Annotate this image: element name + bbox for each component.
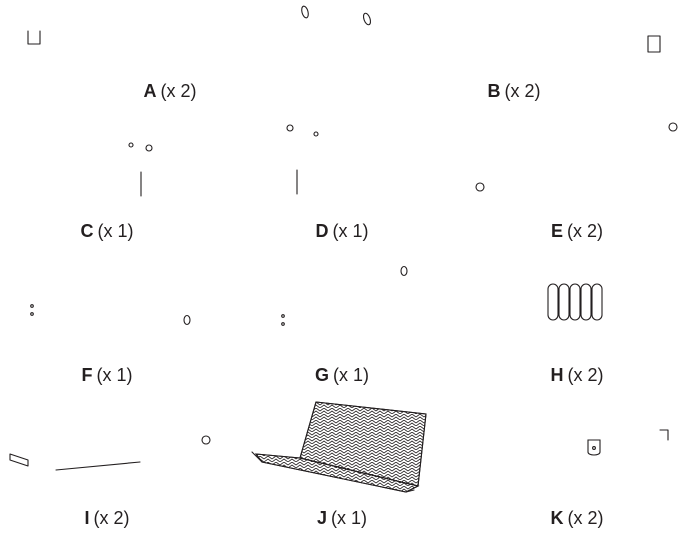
part-b-drawing [362, 12, 661, 53]
part-label-i: I(x 2) [84, 507, 129, 529]
part-quantity: (x 1) [97, 221, 134, 241]
part-label-c: C(x 1) [81, 220, 134, 242]
part-c-drawing [63, 121, 153, 200]
part-label-a: A(x 2) [144, 80, 197, 102]
part-label-f: F(x 1) [82, 364, 133, 386]
part-letter: H [550, 365, 564, 385]
part-letter: F [81, 365, 93, 385]
part-label-g: G(x 1) [315, 364, 369, 386]
part-letter: I [84, 508, 90, 528]
part-h-drawing [512, 283, 640, 321]
part-letter: B [487, 81, 501, 101]
part-label-k: K(x 2) [551, 507, 604, 529]
part-quantity: (x 2) [567, 221, 604, 241]
part-letter: G [314, 365, 330, 385]
part-quantity: (x 1) [331, 508, 368, 528]
part-e-drawing [475, 122, 678, 192]
part-j-drawing [251, 401, 427, 493]
part-a-drawing [27, 5, 309, 65]
part-label-h: H(x 2) [551, 364, 604, 386]
part-f-drawing [28, 278, 191, 327]
part-letter: C [80, 221, 94, 241]
part-label-b: B(x 2) [488, 80, 541, 102]
part-k-drawing [476, 429, 669, 456]
part-quantity: (x 1) [96, 365, 133, 385]
part-g-drawing [279, 265, 408, 337]
part-letter: E [550, 221, 564, 241]
part-letter: A [143, 81, 157, 101]
part-quantity: (x 2) [567, 365, 604, 385]
part-quantity: (x 2) [567, 508, 604, 528]
part-i-drawing [9, 404, 211, 475]
part-label-e: E(x 2) [551, 220, 603, 242]
part-letter: J [316, 508, 328, 528]
part-quantity: (x 2) [504, 81, 541, 101]
part-label-d: D(x 1) [316, 220, 369, 242]
part-quantity: (x 1) [332, 221, 369, 241]
part-quantity: (x 2) [160, 81, 197, 101]
part-label-j: J(x 1) [317, 507, 367, 529]
part-letter: K [550, 508, 564, 528]
part-d-drawing [286, 124, 396, 198]
part-letter: D [315, 221, 329, 241]
part-quantity: (x 1) [333, 365, 370, 385]
part-quantity: (x 2) [93, 508, 130, 528]
